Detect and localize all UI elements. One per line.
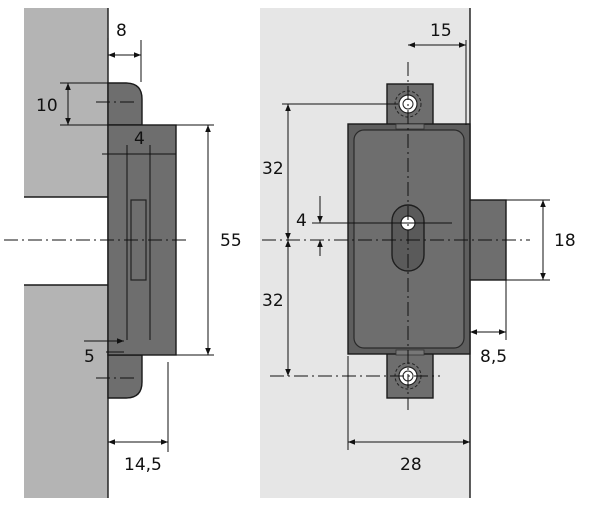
dim-top-side: 8 xyxy=(116,21,127,41)
wall-cutout xyxy=(24,197,108,285)
dim-depth: 14,5 xyxy=(124,455,162,475)
bottom-rivet xyxy=(395,349,425,356)
top-rivet xyxy=(395,123,425,130)
dim-right-block: 18 xyxy=(554,231,576,251)
dim-width: 28 xyxy=(400,455,422,475)
dim-upper: 32 xyxy=(262,159,284,179)
dim-top-front: 15 xyxy=(430,21,452,41)
lower-flange xyxy=(107,354,143,399)
side-view: 8 10 4 55 5 14,5 xyxy=(4,8,242,498)
dim-height: 55 xyxy=(220,231,242,251)
dim-lower: 32 xyxy=(262,291,284,311)
dim-right-offset: 8,5 xyxy=(480,347,507,367)
dim-flange: 10 xyxy=(36,96,58,116)
front-view: 15 32 32 4 18 8,5 28 xyxy=(260,8,576,498)
dim-slot: 4 xyxy=(296,211,307,231)
dim-pin: 4 xyxy=(134,129,145,149)
dim-bottom: 5 xyxy=(84,347,95,367)
upper-flange xyxy=(107,82,143,126)
